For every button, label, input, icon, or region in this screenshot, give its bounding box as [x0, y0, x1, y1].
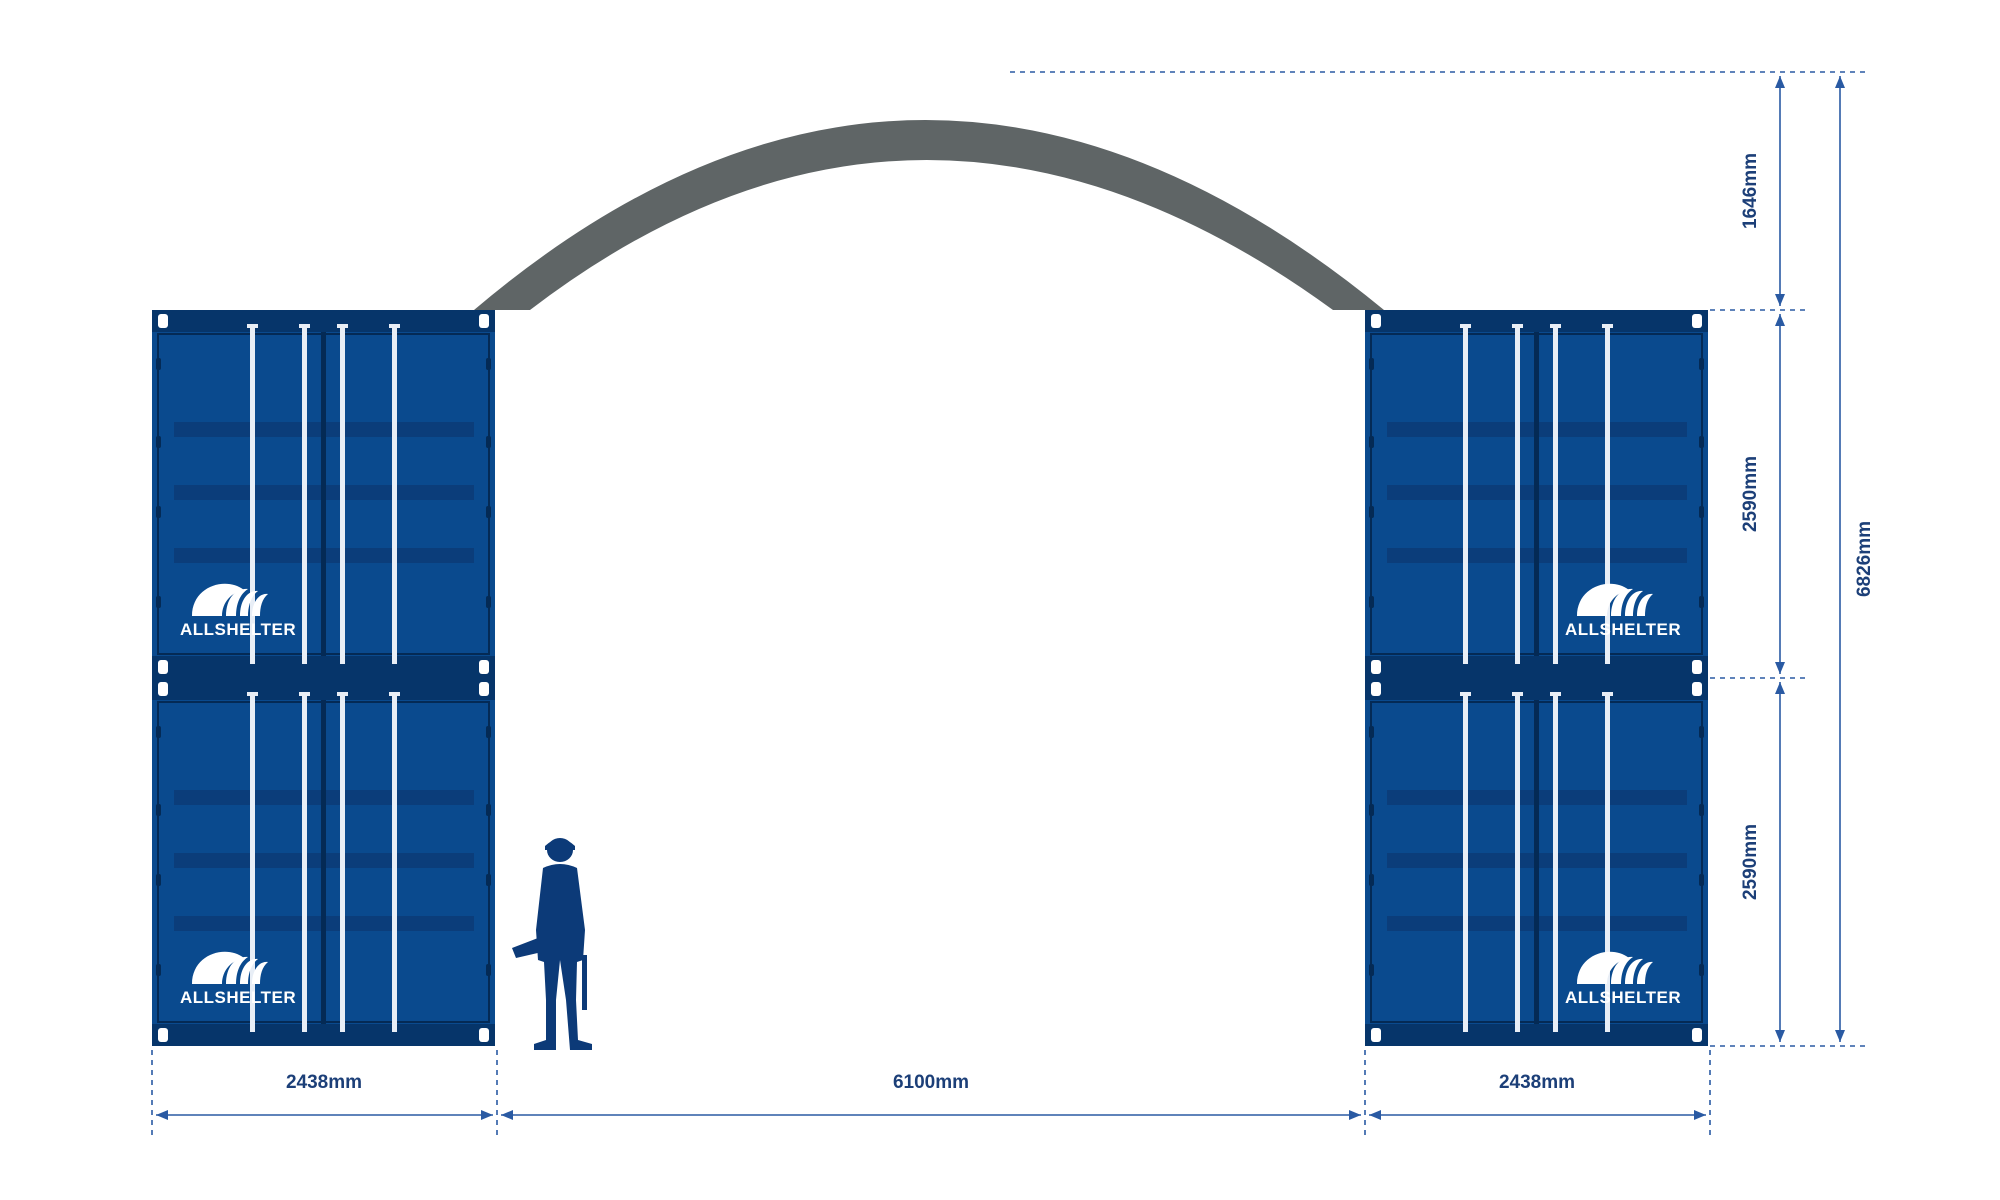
dim-right-width: 2438mm — [1499, 1072, 1575, 1093]
dimension-arrowheads — [156, 76, 1845, 1120]
brand-label: ALLSHELTER — [1565, 988, 1681, 1007]
dim-lower-container-height: 2590mm — [1740, 824, 1761, 900]
dim-total-height: 6826mm — [1854, 521, 1875, 597]
right-container-stack — [1364, 309, 1709, 1047]
logo-left-upper: ALLSHELTER — [180, 583, 296, 639]
brand-label: ALLSHELTER — [1565, 620, 1681, 639]
logo-right-lower: ALLSHELTER — [1565, 951, 1681, 1007]
arch-roof — [474, 120, 1384, 310]
brand-label: ALLSHELTER — [180, 988, 296, 1007]
logo-left-lower: ALLSHELTER — [180, 951, 296, 1007]
left-container-stack — [151, 309, 496, 1047]
dim-upper-container-height: 2590mm — [1740, 456, 1761, 532]
worker-silhouette-icon — [512, 838, 592, 1050]
logo-right-upper: ALLSHELTER — [1565, 583, 1681, 639]
dimension-lines — [151, 71, 1865, 1140]
dim-center-width: 6100mm — [893, 1072, 969, 1093]
dim-arch-height: 1646mm — [1740, 153, 1761, 229]
dim-left-width: 2438mm — [286, 1072, 362, 1093]
brand-label: ALLSHELTER — [180, 620, 296, 639]
